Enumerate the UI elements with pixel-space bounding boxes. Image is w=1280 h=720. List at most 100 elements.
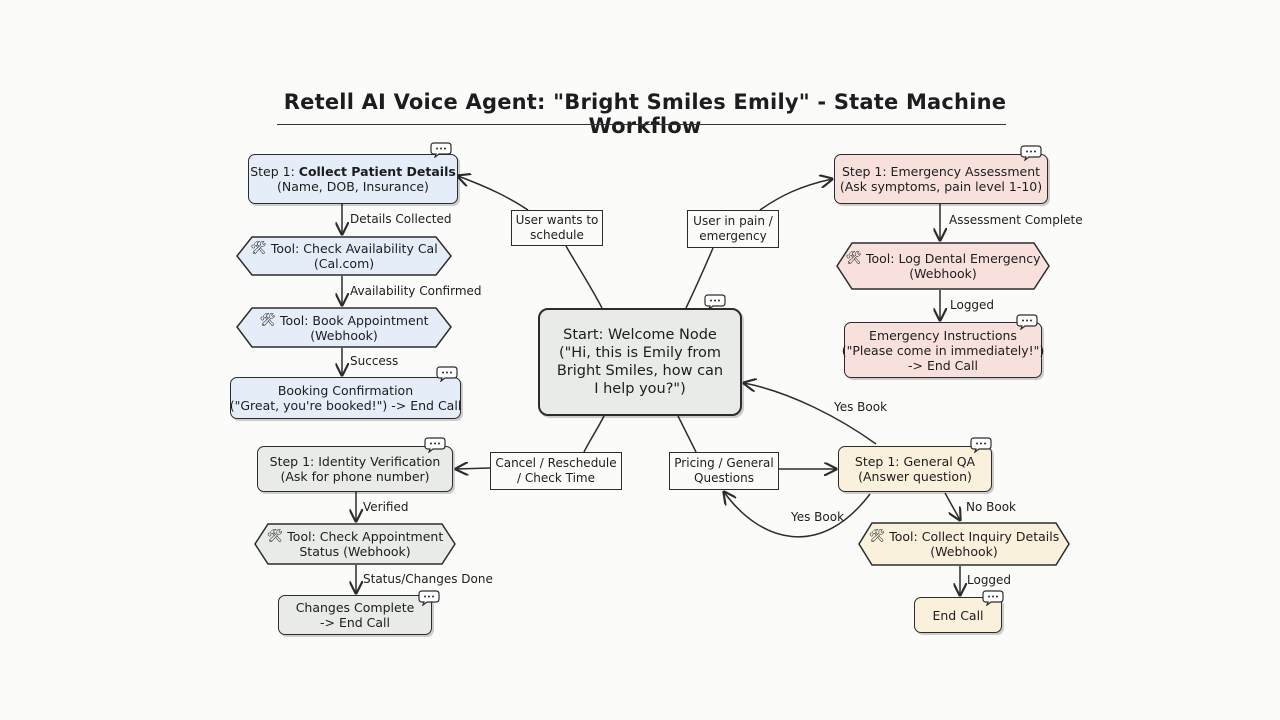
edge-start-to-cancel	[583, 415, 605, 453]
edge-qa-to-pricing-yes	[724, 492, 871, 538]
hammer-wrench-icon: 🛠	[266, 529, 284, 544]
check-availability-line-2: (Cal.com)	[313, 256, 375, 271]
label-status-changes-done: Status/Changes Done	[363, 572, 493, 586]
collect-patient-prefix: Step 1:	[250, 164, 299, 179]
title-underline	[277, 124, 1006, 125]
general-qa-line-2: (Answer question)	[858, 469, 972, 484]
label-assessment-complete: Assessment Complete	[949, 213, 1083, 227]
pricing-label-line-1: Pricing / General	[674, 456, 774, 470]
end-call-line-1: End Call	[932, 607, 984, 623]
branch-label-pricing: Pricing / General Questions	[669, 452, 779, 490]
edge-cancel-to-identity	[456, 468, 491, 469]
collect-patient-line-1: Step 1: Collect Patient Details	[250, 164, 456, 179]
check-appointment-status-tool-node: 🛠Tool: Check Appointment Status (Webhook…	[254, 523, 456, 565]
changes-complete-node: Changes Complete -> End Call	[278, 595, 432, 635]
log-emergency-line-2: (Webhook)	[909, 266, 977, 281]
check-availability-line-1: Tool: Check Availability Cal	[270, 241, 438, 256]
book-appointment-line-2: (Webhook)	[310, 327, 378, 343]
cancel-label-line-1: Cancel / Reschedule	[495, 456, 617, 470]
edge-start-to-emergency	[685, 247, 714, 309]
emergency-instructions-line-2: ("Please come in immediately!")	[841, 342, 1045, 358]
changes-complete-line-1: Changes Complete	[295, 600, 415, 615]
label-details-collected: Details Collected	[350, 212, 452, 226]
speech-bubble-icon	[982, 590, 1004, 606]
label-availability-confirmed: Availability Confirmed	[350, 284, 482, 298]
speech-bubble-icon	[970, 437, 992, 453]
booking-confirmation-line-1: Booking Confirmation	[277, 383, 414, 398]
hex-shape	[254, 523, 456, 565]
speech-bubble-icon	[418, 590, 440, 606]
edge-qa-to-start-yes	[744, 383, 877, 445]
start-line-3: Bright Smiles, how can	[556, 363, 724, 379]
speech-bubble-icon	[1016, 314, 1038, 330]
pricing-label-line-2: Questions	[694, 471, 754, 485]
label-success: Success	[350, 354, 399, 368]
collect-inquiry-line-1: Tool: Collect Inquiry Details	[889, 529, 1060, 544]
hex-shape	[836, 242, 1050, 290]
label-logged-inquiry: Logged	[967, 573, 1012, 587]
general-qa-node: Step 1: General QA (Answer question)	[838, 446, 992, 492]
start-welcome-node: Start: Welcome Node ("Hi, this is Emily …	[538, 308, 742, 416]
identity-verification-node: Step 1: Identity Verification (Ask for p…	[257, 446, 453, 492]
edge-start-to-pricing	[677, 415, 697, 453]
log-dental-emergency-tool-node: 🛠 Tool: Log Dental Emergency (Webhook)	[836, 242, 1050, 290]
identity-verification-line-1: Step 1: Identity Verification	[269, 454, 441, 469]
hex-shape	[858, 522, 1070, 566]
collect-patient-details-node: Step 1: Collect Patient Details (Name, D…	[248, 154, 458, 204]
booking-confirmation-line-2: ("Great, you're booked!") -> End Call	[229, 398, 462, 413]
collect-inquiry-line-2: (Webhook)	[930, 544, 998, 559]
edge-qa-to-inquiry	[944, 492, 960, 520]
emergency-instructions-line-1: Emergency Instructions	[869, 327, 1017, 343]
edge-schedule-to-collect	[458, 176, 529, 211]
identity-verification-line-2: (Ask for phone number)	[280, 469, 430, 484]
start-line-4: I help you?")	[594, 381, 686, 397]
emergency-assessment-line-1: Step 1: Emergency Assessment	[841, 164, 1041, 179]
general-qa-line-1: Step 1: General QA	[854, 454, 976, 469]
speech-bubble-icon	[704, 294, 726, 310]
changes-complete-line-2: -> End Call	[319, 615, 391, 630]
check-status-line-1: Tool: Check Appointment	[287, 529, 444, 544]
label-yes-book-upper: Yes Book	[834, 400, 888, 414]
schedule-label-line-1: User wants to	[515, 213, 599, 227]
label-verified: Verified	[363, 500, 409, 514]
edge-emergency-to-assess	[759, 179, 832, 211]
log-emergency-line-1: Tool: Log Dental Emergency	[866, 251, 1041, 266]
diagram-title: Retell AI Voice Agent: "Bright Smiles Em…	[283, 90, 1007, 138]
collect-inquiry-tool-node: 🛠Tool: Collect Inquiry Details (Webhook)	[858, 522, 1070, 566]
hammer-wrench-icon: 🛠	[259, 312, 276, 328]
branch-label-emergency: User in pain / emergency	[687, 210, 779, 248]
check-status-line-2: Status (Webhook)	[299, 544, 411, 559]
emergency-label-line-2: emergency	[699, 229, 767, 243]
label-logged-emergency: Logged	[950, 298, 995, 312]
start-line-2: ("Hi, this is Emily from	[558, 345, 721, 361]
branch-label-schedule: User wants to schedule	[511, 210, 603, 246]
branch-label-cancel: Cancel / Reschedule / Check Time	[490, 452, 622, 490]
speech-bubble-icon	[436, 366, 458, 382]
hammer-wrench-icon: 🛠	[845, 251, 862, 266]
hex-shape	[236, 307, 452, 348]
hex-shape	[236, 236, 452, 276]
hammer-wrench-icon: 🛠	[868, 529, 886, 544]
book-appointment-tool-node: 🛠Tool: Book Appointment (Webhook)	[236, 307, 452, 348]
emergency-assessment-node: Step 1: Emergency Assessment (Ask sympto…	[834, 154, 1048, 204]
book-appointment-line-1: Tool: Book Appointment	[279, 312, 429, 328]
schedule-label-line-2: schedule	[530, 228, 584, 242]
start-line-1: Start: Welcome Node	[563, 327, 717, 343]
emergency-instructions-node: Emergency Instructions ("Please come in …	[841, 322, 1045, 378]
edge-start-to-schedule	[565, 245, 603, 309]
hammer-wrench-icon: 🛠	[250, 241, 267, 256]
speech-bubble-icon	[1020, 145, 1042, 161]
cancel-label-line-2: / Check Time	[517, 471, 595, 485]
emergency-label-line-1: User in pain /	[693, 214, 773, 228]
emergency-assessment-line-2: (Ask symptoms, pain level 1-10)	[839, 179, 1043, 194]
emergency-instructions-line-3: -> End Call	[907, 357, 979, 373]
speech-bubble-icon	[424, 437, 446, 453]
check-availability-tool-node: 🛠Tool: Check Availability Cal (Cal.com)	[236, 236, 452, 276]
booking-confirmation-node: Booking Confirmation ("Great, you're boo…	[230, 377, 461, 419]
collect-patient-bold: Collect Patient Details	[298, 164, 456, 179]
label-yes-book-lower: Yes Book	[791, 510, 845, 524]
speech-bubble-icon	[430, 142, 452, 158]
label-no-book: No Book	[966, 500, 1016, 514]
